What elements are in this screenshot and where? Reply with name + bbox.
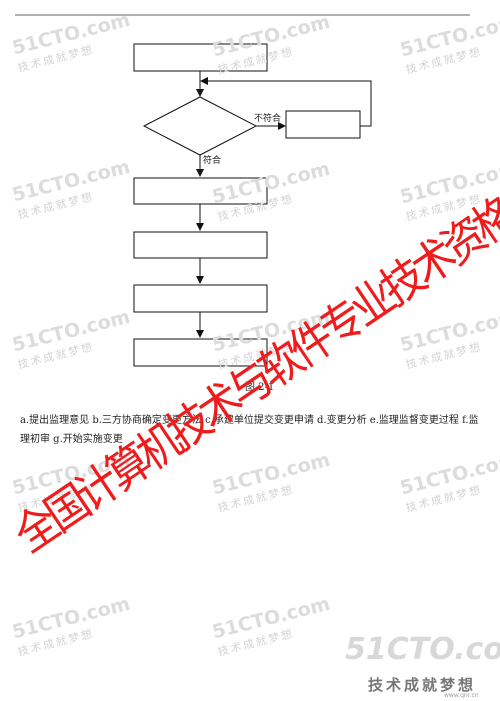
corner-logo-brand: 51CTO.com <box>345 632 500 667</box>
flow-label-yes: 符合 <box>203 154 221 166</box>
flow-box-5 <box>133 284 268 313</box>
flow-decision-diamond <box>142 96 258 156</box>
corner-site-url: www.qnr.cn <box>444 692 479 699</box>
flowchart: 不符合 符合 <box>133 43 372 367</box>
flow-label-no: 不符合 <box>254 112 281 124</box>
corner-logo-slogan: 技术成就梦想 <box>368 676 477 694</box>
flow-box-reject <box>285 110 361 139</box>
flow-loop-back <box>200 77 372 127</box>
flow-box-3 <box>133 177 268 205</box>
top-rule <box>15 14 470 16</box>
flow-box-6 <box>133 338 268 367</box>
flow-box-4 <box>133 231 268 259</box>
option-paragraph: a.提出监理意见 b.三方协商确定变更方法 c.承建单位提交变更申请 d.变更分… <box>20 415 479 445</box>
figure-caption: 图 2-1 <box>245 382 275 393</box>
flow-box-1 <box>133 43 268 72</box>
